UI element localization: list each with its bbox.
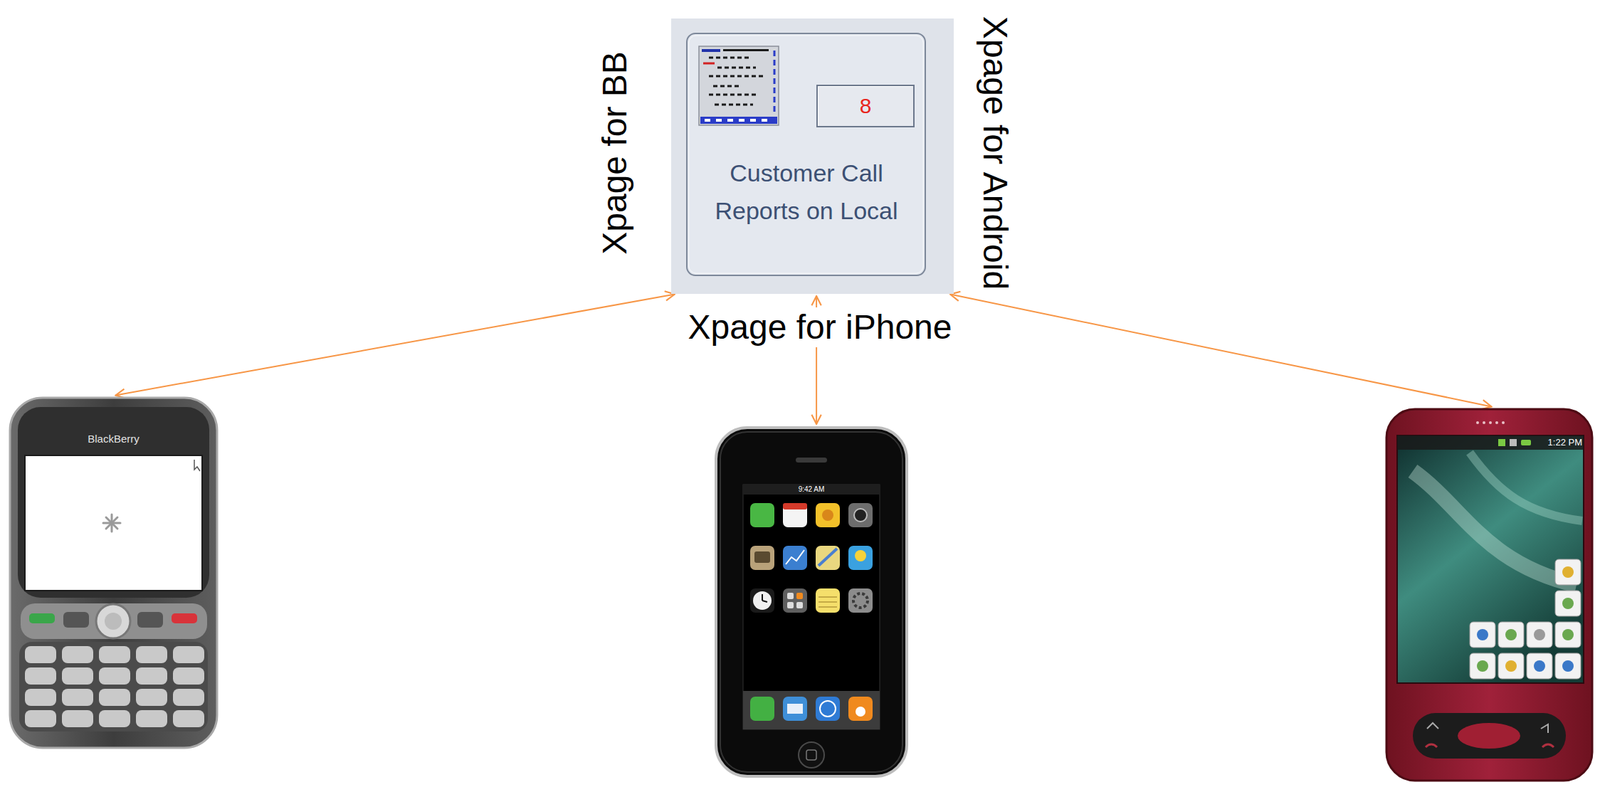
android-device: 1:22 PM: [1384, 407, 1595, 783]
widget-caption: Customer Call Reports on Local: [696, 154, 917, 230]
sync-arrow: [116, 294, 676, 396]
iphone-device: 9:42 AM: [714, 426, 909, 778]
counter-number: 8: [817, 93, 914, 119]
report-widget-box: Customer Call Reports on Local 8: [671, 18, 954, 294]
blackberry-device: BlackBerry: [7, 395, 220, 751]
status-time: 9:42 AM: [743, 485, 880, 494]
platform-label: Xpage for iPhone: [682, 307, 959, 348]
brand-logo: BlackBerry: [7, 432, 220, 446]
android-phone: [1384, 407, 1595, 783]
platform-label: Xpage for Android: [975, 16, 1015, 290]
counter-box: 8: [816, 84, 915, 128]
platform-label: Xpage for BB: [595, 51, 635, 255]
report-widget: [671, 18, 954, 294]
status-time: 1:22 PM: [1523, 437, 1583, 449]
sync-arrow: [950, 294, 1492, 408]
iphone-phone: [714, 426, 909, 778]
blackberry-phone: [7, 395, 220, 751]
